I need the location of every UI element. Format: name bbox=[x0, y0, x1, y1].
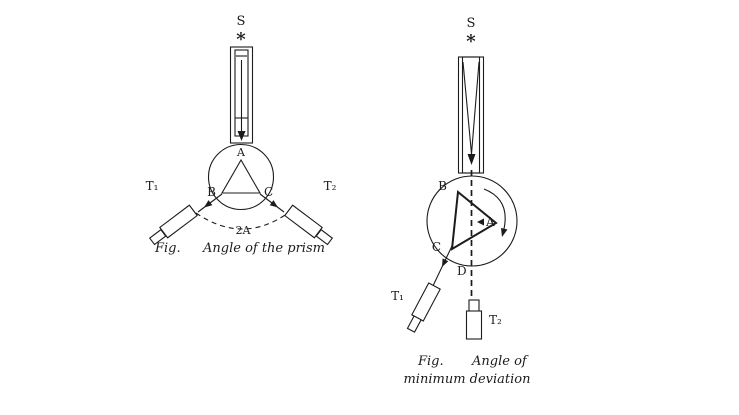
telescope-2 bbox=[465, 299, 483, 340]
rotation-arc-arrowhead-icon bbox=[501, 228, 508, 237]
prism-angle-diagram: S * A B C bbox=[146, 14, 337, 256]
deviated-ray bbox=[430, 245, 453, 291]
incident-ray-arrowhead-icon bbox=[237, 131, 246, 141]
telescope-1-label: T₁ bbox=[391, 289, 404, 303]
caption-fig-label: Fig. bbox=[154, 241, 181, 256]
vertex-a-label: A bbox=[485, 215, 495, 229]
telescope-2-body bbox=[465, 310, 483, 340]
telescope-2-neck bbox=[468, 299, 480, 313]
vertex-b-label: B bbox=[438, 179, 447, 193]
telescope-1-body bbox=[411, 282, 441, 322]
prism-triangle bbox=[221, 158, 261, 194]
caption-fig-label: Fig. bbox=[417, 354, 444, 369]
reflected-ray-left-arrowhead-icon bbox=[204, 200, 213, 208]
vertex-b-label: B bbox=[207, 185, 216, 199]
caption-line2: minimum deviation bbox=[403, 372, 530, 387]
deviated-ray-arrowhead-icon bbox=[442, 258, 449, 267]
light-source-star-icon: * bbox=[466, 31, 476, 52]
telescope-1 bbox=[406, 282, 441, 333]
light-cone-left-edge bbox=[462, 61, 473, 155]
vertex-c-label: C bbox=[264, 185, 273, 199]
telescope-1 bbox=[148, 204, 198, 246]
telescope-1-eyepiece bbox=[148, 228, 167, 246]
caption-line1: Angle of bbox=[471, 354, 529, 369]
vertex-a-label: A bbox=[236, 146, 246, 159]
prism-table-circle bbox=[207, 143, 275, 211]
caption-title: Angle of the prism bbox=[202, 241, 325, 256]
source-label: S bbox=[237, 14, 246, 29]
collimator-tube bbox=[229, 46, 254, 144]
table-rotation-arc bbox=[483, 188, 506, 234]
telescope-2-body bbox=[284, 204, 323, 239]
light-cone-right-edge bbox=[470, 61, 480, 155]
telescope-2 bbox=[284, 204, 334, 246]
telescope-2-label: T₂ bbox=[489, 313, 502, 327]
telescope-1-body bbox=[159, 204, 198, 239]
source-label: S bbox=[467, 16, 476, 31]
telescope-1-label: T₁ bbox=[146, 179, 159, 193]
light-source-star-icon: * bbox=[236, 29, 246, 50]
prism-triangle bbox=[450, 190, 498, 251]
vertex-a-arrowhead-icon bbox=[477, 218, 484, 226]
prism-table-circle bbox=[426, 175, 518, 267]
telescope-2-eyepiece bbox=[315, 228, 334, 246]
telescope-2-label: T₂ bbox=[324, 179, 337, 193]
incident-ray-arrowhead-icon bbox=[467, 154, 476, 165]
angle-2a-label: 2A bbox=[236, 224, 252, 237]
telescope-1-eyepiece bbox=[406, 315, 422, 333]
vertex-c-label: C bbox=[432, 240, 441, 254]
minimum-deviation-diagram: S * B A C bbox=[391, 16, 530, 387]
point-d-label: D bbox=[457, 264, 467, 278]
reflected-ray-right-arrowhead-icon bbox=[269, 200, 278, 208]
angle-2a-arc bbox=[195, 212, 289, 230]
collimator-tube bbox=[457, 56, 485, 174]
